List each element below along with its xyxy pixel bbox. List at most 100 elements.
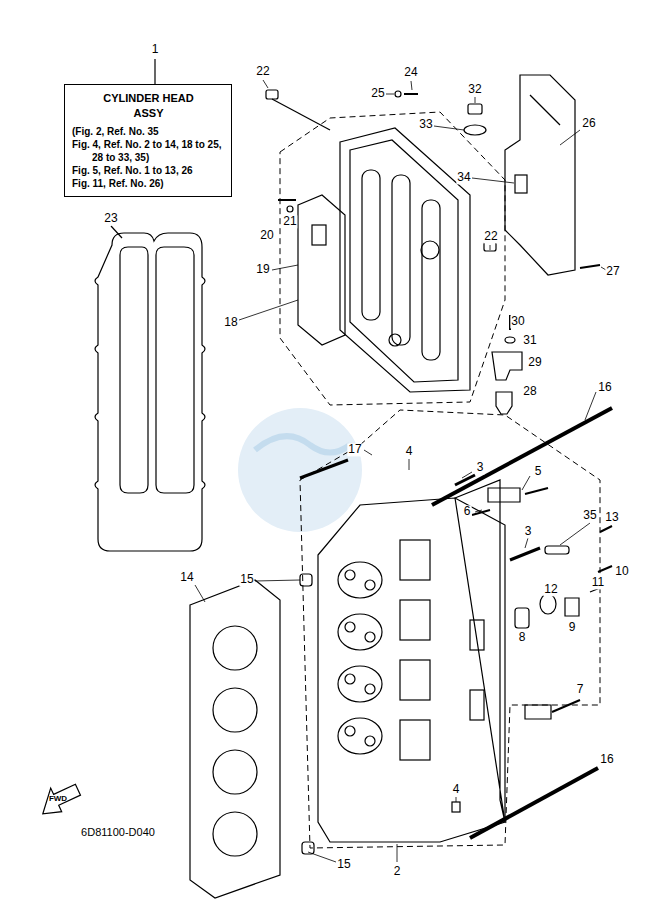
callout-number: 6 [463,505,472,518]
leader-lines-part [411,81,412,90]
bolts-and-fittings-part [525,705,551,719]
bolts-and-fittings-part [472,510,490,515]
cylinder-head-part [365,580,375,590]
title-leader [154,59,155,84]
cylinder-head-part [400,660,430,700]
fwd-arrow [34,778,83,819]
callout-number: 35 [582,509,597,522]
leader-lines-part [585,392,596,420]
callout-number: 22 [255,65,270,78]
watermark-globe [238,408,362,532]
small-parts-top-part [464,125,486,135]
callout-number: 10 [614,565,629,578]
callout-number: 31 [522,334,537,347]
callout-number: 2 [393,865,402,878]
leader-lines-part [263,80,268,88]
bracket-part [580,265,600,268]
cylinder-head-part [400,720,430,760]
callout-number: 16 [597,381,612,394]
bolts-and-fittings-part [432,408,612,505]
small-parts-top-part [287,206,293,212]
callout-number: 20 [259,229,274,242]
cylinder-head-part [338,614,382,650]
leader-lines-part [364,450,372,455]
bolts-and-fittings-part [452,802,460,812]
direction-label: FWD [48,795,68,804]
callout-number: 23 [103,212,118,225]
bolts-and-fittings-part [515,608,529,628]
head-gasket-part [213,688,257,732]
callout-number: 18 [223,316,238,329]
bolts-and-fittings-part [552,700,580,712]
callout-number: 5 [534,465,543,478]
title-leader-part [154,59,155,84]
callout-number: 4 [452,783,461,796]
callout-number: 28 [522,385,537,398]
reference-note: (Fig. 2, Ref. No. 35 [72,125,225,138]
bolts-and-fittings-part [488,488,520,502]
bolts-and-fittings-part [540,594,556,614]
leader-lines-part [522,476,530,490]
cover-plate [298,195,345,345]
callout-number: 9 [568,621,577,634]
callout-number: 33 [418,118,433,131]
callout-number: 15 [239,573,254,586]
leader-lines-part [255,580,300,581]
head-gasket-part [190,580,280,898]
leader-lines-part [434,126,464,130]
leader-lines-part [560,130,580,145]
bracket-part [530,95,560,125]
callout-number: 19 [255,263,270,276]
leader-lines-part [475,97,476,103]
bolts-and-fittings-part [598,566,612,572]
leader-lines-part [490,245,491,250]
cylinder-head-part [365,684,375,694]
cylinder-head-part [400,540,430,580]
head-gasket-part [213,750,257,794]
head-cover-part [422,200,440,360]
bolts-and-fittings-part [470,768,598,838]
head-gasket-part [213,812,257,856]
leader-lines-part [462,472,472,478]
callout-number: 14 [179,571,194,584]
bolts-and-fittings [300,408,612,854]
cylinder-head-part [338,562,382,598]
bolts-and-fittings-part [300,460,348,478]
callout-number: 27 [605,265,620,278]
leader-lines-part [456,797,457,802]
small-parts-top-part [272,99,330,130]
head-gasket-part [213,626,257,670]
cylinder-head-part [470,690,484,720]
head-gasket [190,580,280,898]
callout-number: 32 [467,83,482,96]
cylinder-head-part [345,726,355,736]
small-parts-top-part [395,91,401,97]
callout-number: 13 [604,511,619,524]
cylinder-head-part [338,666,382,702]
valve-cover-gasket-part [95,233,205,551]
callout-number: 15 [336,858,351,871]
head-cover-part [389,334,401,346]
watermark-globe-part [255,436,350,452]
bolts-and-fittings-part [510,548,540,560]
bolts-and-fittings-part [525,488,548,494]
small-parts-top-part [278,199,296,201]
head-cover-part [421,241,439,259]
cover-plate-part [312,225,326,245]
bolts-and-fittings-part [300,574,312,586]
callout-number: 22 [483,230,498,243]
cylinder-head [318,480,505,842]
leader-lines-part [475,510,482,512]
bolts-and-fittings-part [545,546,569,554]
title-box: CYLINDER HEAD ASSY(Fig. 2, Ref. No. 35Fi… [64,84,232,197]
callout-number: 4 [405,445,414,458]
callout-number: 12 [543,583,558,596]
leader-lines-part [272,265,298,270]
callout-number: 16 [599,753,614,766]
leader-lines [195,80,606,862]
callout-number: 24 [403,66,418,79]
callout-number: 26 [581,117,596,130]
head-cover-part [362,170,380,320]
head-outline-part [300,410,600,848]
